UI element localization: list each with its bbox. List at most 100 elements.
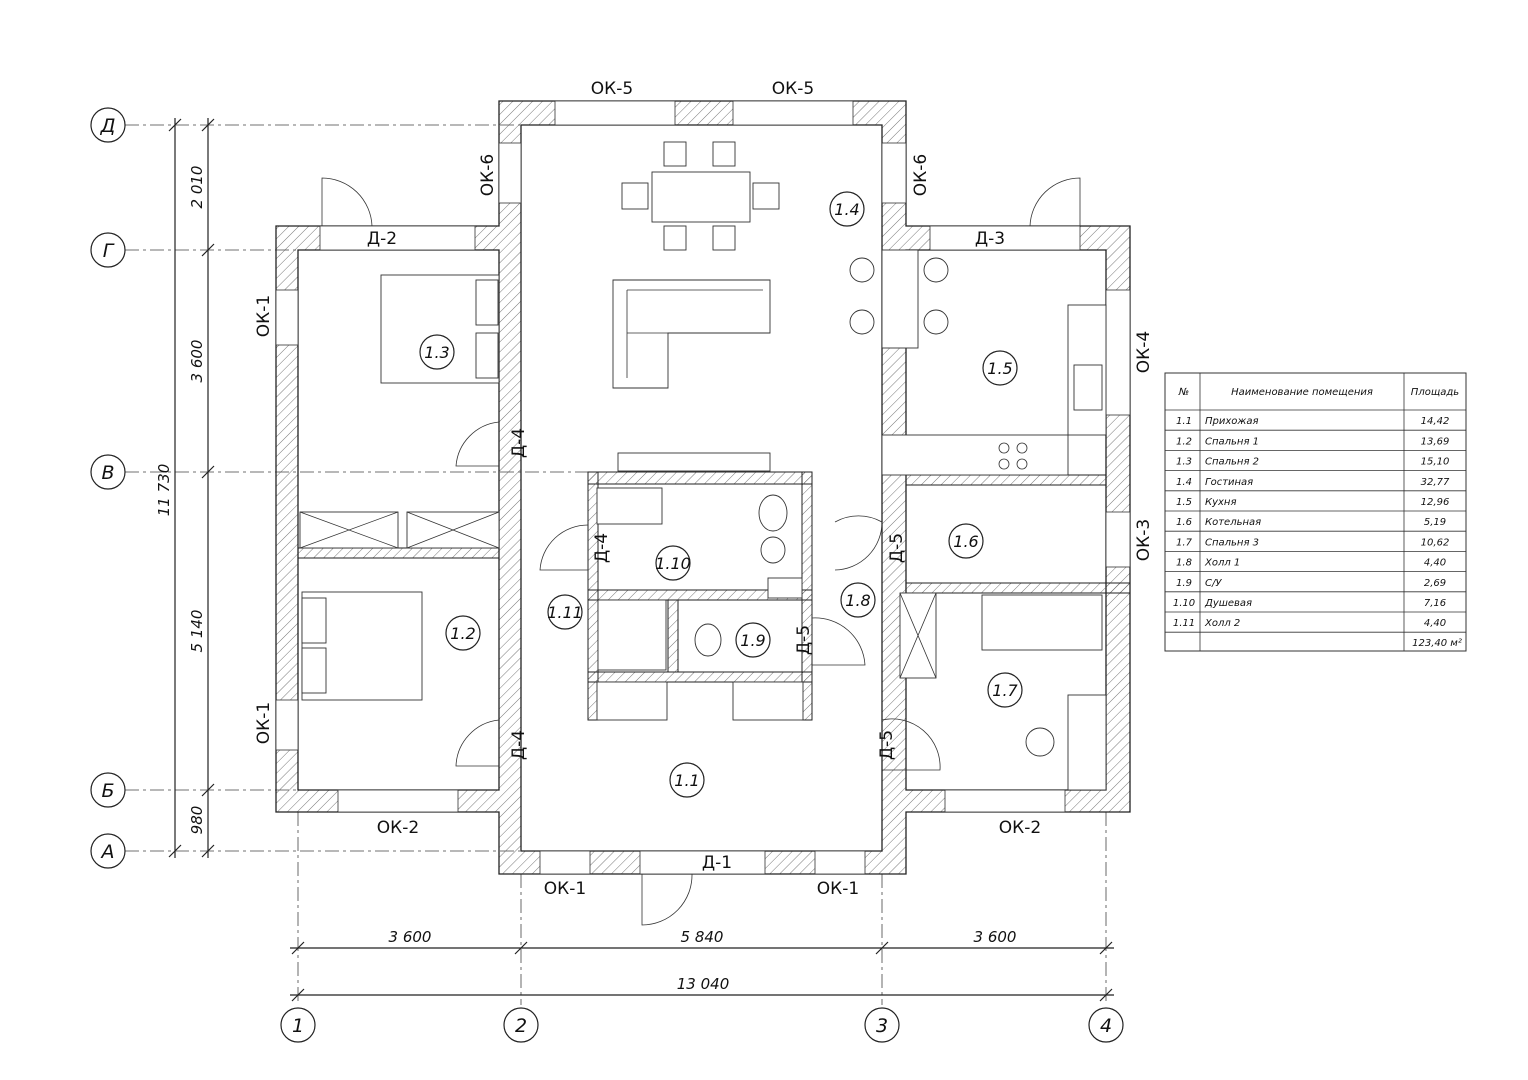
room-name: Спальня 1	[1205, 436, 1259, 447]
room-marker: 1.11	[547, 594, 583, 630]
room-name: Кухня	[1205, 497, 1237, 508]
door-label: Д-2	[367, 229, 397, 249]
room-area: 4,40	[1424, 618, 1446, 629]
svg-text:3: 3	[876, 1015, 888, 1037]
window-label: ОК-1	[817, 879, 859, 899]
table-header: №	[1178, 387, 1189, 398]
room-marker: 1.5	[982, 350, 1018, 386]
room-number: 1.3	[1176, 457, 1192, 468]
table-total: 123,40 м²	[1412, 638, 1462, 649]
door-label: Д-3	[975, 229, 1005, 249]
dimension-lines	[168, 118, 1114, 1002]
room-markers: 1.4 1.3 1.5 1.6 1.10 1.11 1.8 1.9 1.2 1.…	[419, 191, 1023, 798]
dim-total-label: 13 040	[677, 975, 730, 993]
room-number: 1.10	[1173, 598, 1195, 609]
window-label: ОК-1	[544, 879, 586, 899]
room-area: 7,16	[1424, 598, 1446, 609]
svg-text:Д: Д	[100, 115, 116, 137]
room-area: 10,62	[1421, 537, 1450, 548]
room-name: Прихожая	[1205, 416, 1259, 427]
axis-marker-col: 3	[864, 1007, 900, 1043]
dim-label: 3 600	[188, 340, 206, 383]
svg-text:Б: Б	[101, 780, 114, 802]
dim-label: 980	[188, 806, 206, 835]
room-area: 32,77	[1421, 477, 1450, 488]
dim-label: 5 140	[188, 610, 206, 653]
svg-text:1.2: 1.2	[450, 624, 475, 643]
room-area: 13,69	[1421, 436, 1450, 447]
door-label: Д-4	[592, 533, 612, 563]
axis-marker-row: Б	[90, 772, 126, 808]
room-name: Холл 1	[1204, 558, 1240, 569]
svg-text:1.7: 1.7	[992, 681, 1018, 700]
furniture	[299, 141, 1107, 791]
window-label: ОК-5	[772, 79, 814, 99]
axis-marker-row: Г	[90, 232, 126, 268]
window-label: ОК-1	[254, 702, 274, 744]
room-area: 12,96	[1421, 497, 1450, 508]
table-header: Наименование помещения	[1231, 387, 1373, 398]
door-label: Д-5	[794, 625, 814, 655]
svg-text:1.4: 1.4	[834, 200, 859, 219]
dim-label: 5 840	[681, 928, 724, 946]
svg-text:1.8: 1.8	[845, 591, 870, 610]
axis-marker-row: А	[90, 833, 126, 869]
svg-text:1.3: 1.3	[424, 343, 449, 362]
table-header: Площадь	[1411, 387, 1459, 398]
room-number: 1.11	[1173, 618, 1195, 629]
dim-label: 3 600	[389, 928, 432, 946]
room-marker: 1.8	[840, 582, 876, 618]
svg-text:Г: Г	[103, 240, 115, 262]
dim-total-label: 11 730	[155, 464, 173, 517]
room-number: 1.6	[1176, 517, 1192, 528]
door-label: Д-5	[887, 533, 907, 563]
room-name: Котельная	[1205, 517, 1261, 528]
axis-markers: Д Г В Б А 1 2 3 4	[90, 107, 1124, 1043]
axis-marker-col: 4	[1088, 1007, 1124, 1043]
svg-text:1.5: 1.5	[987, 359, 1012, 378]
svg-text:А: А	[100, 841, 115, 863]
svg-text:1.6: 1.6	[953, 532, 978, 551]
room-number: 1.2	[1176, 436, 1192, 447]
svg-text:1.1: 1.1	[674, 771, 699, 790]
table-row: 1.7 Спальня 3 10,62	[1176, 537, 1449, 548]
room-area: 2,69	[1424, 578, 1446, 589]
windows	[275, 100, 1131, 875]
svg-text:1.9: 1.9	[740, 631, 765, 650]
table-row: 1.4 Гостиная 32,77	[1176, 477, 1450, 488]
axis-marker-row: Д	[90, 107, 126, 143]
window-label: ОК-4	[1134, 331, 1154, 373]
room-marker: 1.7	[987, 672, 1023, 708]
axis-marker-col: 1	[280, 1007, 316, 1043]
svg-text:В: В	[101, 462, 114, 484]
room-marker: 1.1	[669, 762, 705, 798]
room-number: 1.4	[1176, 477, 1192, 488]
room-name: Спальня 2	[1205, 457, 1259, 468]
room-name: С/У	[1205, 578, 1222, 589]
room-marker: 1.10	[655, 545, 691, 581]
room-marker: 1.3	[419, 334, 455, 370]
svg-text:1: 1	[292, 1015, 304, 1037]
window-label: ОК-6	[911, 154, 931, 196]
axis-marker-row: В	[90, 454, 126, 490]
room-name: Спальня 3	[1205, 537, 1259, 548]
room-number: 1.7	[1176, 537, 1193, 548]
door-label: Д-1	[702, 853, 732, 873]
room-area: 14,42	[1421, 416, 1450, 427]
window-label: ОК-1	[254, 295, 274, 337]
door-label: Д-4	[509, 428, 529, 458]
room-area: 4,40	[1424, 558, 1446, 569]
room-name: Холл 2	[1204, 618, 1240, 629]
dimension-labels: 2 010 3 600 5 140 980 11 730 3 600 5 840…	[155, 166, 1016, 993]
room-marker: 1.4	[829, 191, 865, 227]
room-name: Гостиная	[1205, 477, 1253, 488]
svg-text:2: 2	[515, 1015, 527, 1037]
room-area: 5,19	[1424, 517, 1446, 528]
table-row: 1.6 Котельная 5,19	[1176, 517, 1446, 528]
